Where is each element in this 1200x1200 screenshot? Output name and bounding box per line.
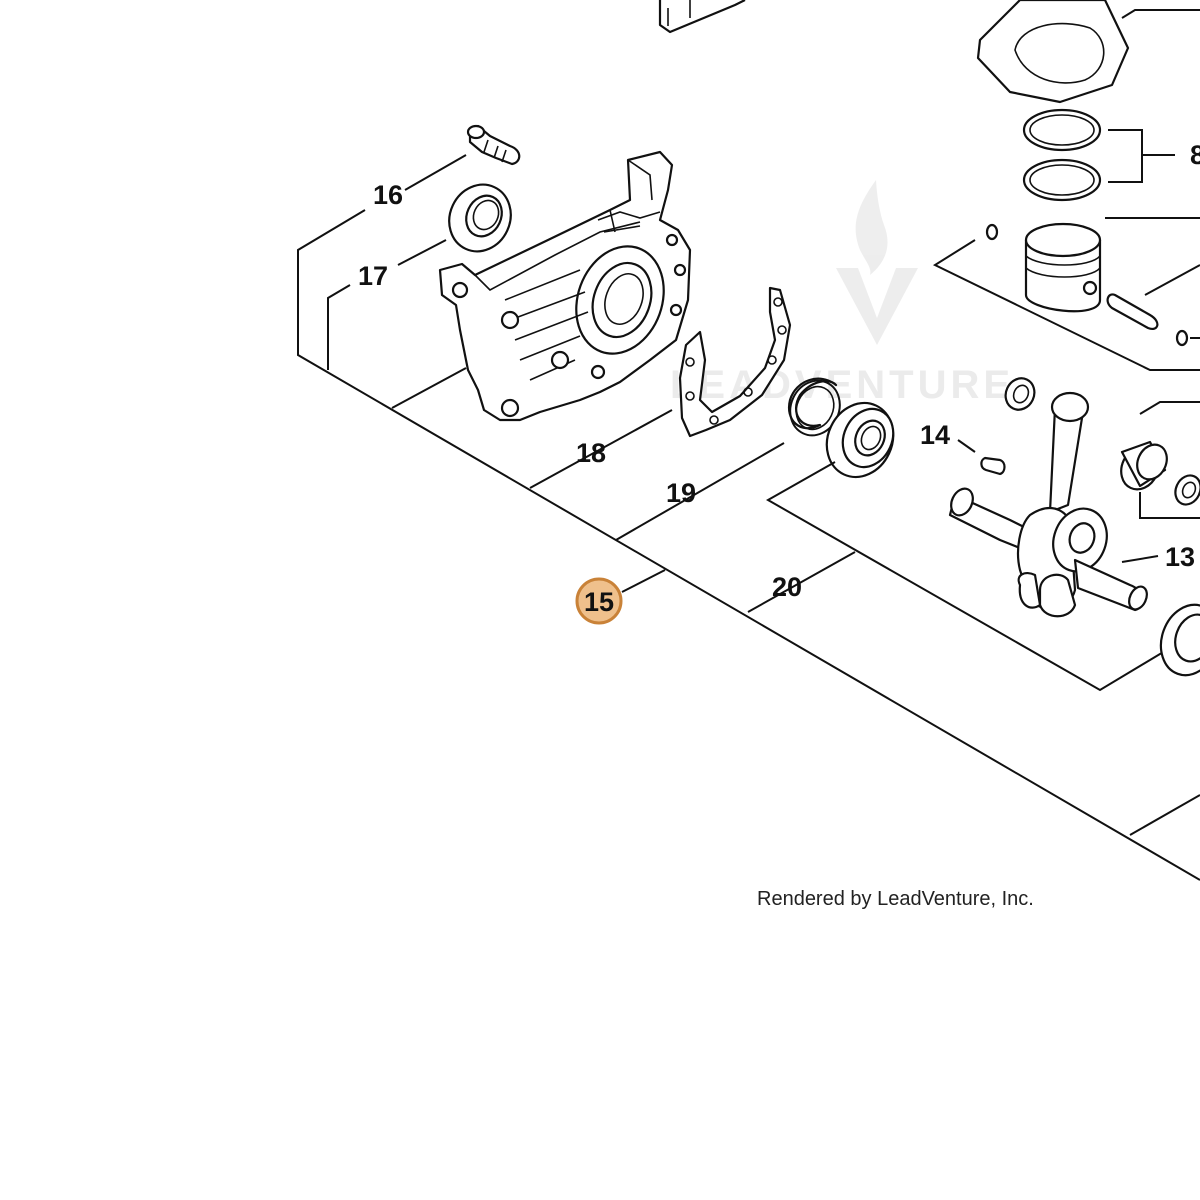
part-label-17: 17 [358,261,388,291]
part-label-18: 18 [576,438,606,468]
part-17-oil-seal [448,183,512,253]
watermark-flame-icon [855,180,888,275]
part-label-16: 16 [373,180,403,210]
part-crankcase [438,150,692,422]
watermark-v-icon [836,268,918,345]
part-16-fitting [466,124,521,166]
part-right-bearing [1159,603,1200,677]
part-label-15[interactable]: 15 [584,587,614,617]
part-13-crankshaft [948,391,1148,618]
part-washer [1004,377,1036,411]
leader-17 [397,239,447,266]
part-top-bracket [658,0,746,34]
leader-13 [1121,555,1159,563]
watermark-text: LEADVENTURE [670,363,1014,407]
group-bracket-lower [1129,794,1200,836]
highlight-15-circle[interactable] [575,577,623,625]
part-label-20: 20 [772,572,802,602]
part-14-key [980,456,1006,476]
leader-crankcase [391,367,467,409]
part-piston-pin [1106,264,1200,347]
part-label-14: 14 [920,420,950,450]
part-needle-bearing [1120,401,1200,519]
leader-15 [621,569,666,593]
leader-20-bracket [765,461,1200,692]
leader-14 [957,439,976,453]
leader-16 [404,154,467,191]
part-piston-rings [1022,108,1175,202]
leader-18 [529,409,673,489]
watermark: LEADVENTURE [670,180,1014,407]
part-18-gasket [678,286,792,438]
leader-20 [747,551,856,613]
part-label-13: 13 [1165,542,1195,572]
leader-19 [615,442,785,541]
part-20-bearing [825,401,895,479]
group-bracket-17 [327,284,351,370]
part-piston [932,217,1200,371]
part-label-19: 19 [666,478,696,508]
group-bracket-16 [297,209,1200,881]
part-label-8: 8 [1190,140,1200,170]
credit-text: Rendered by LeadVenture, Inc. [757,888,1034,910]
part-cylinder-gasket [976,0,1200,104]
